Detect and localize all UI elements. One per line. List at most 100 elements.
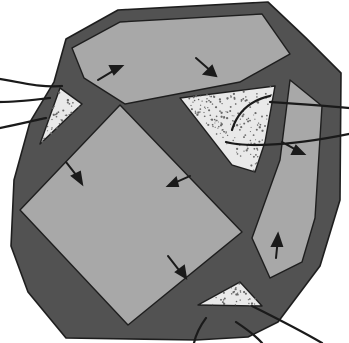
- stipple-dot: [205, 108, 206, 109]
- stipple-dot: [248, 299, 249, 300]
- stipple-dot: [195, 95, 197, 97]
- stipple-dot: [47, 130, 48, 131]
- stipple-dot: [194, 100, 196, 102]
- stipple-dot: [222, 137, 223, 138]
- stipple-dot: [212, 103, 213, 104]
- stipple-dot: [253, 134, 255, 136]
- stipple-dot: [250, 131, 251, 132]
- stipple-dot: [56, 116, 58, 118]
- stipple-dot: [225, 111, 226, 112]
- stipple-dot: [254, 303, 255, 304]
- stipple-dot: [251, 127, 252, 128]
- stipple-dot: [204, 115, 206, 117]
- stipple-dot: [254, 112, 256, 114]
- stipple-dot: [78, 106, 79, 107]
- stipple-dot: [249, 120, 251, 122]
- stipple-dot: [238, 283, 240, 285]
- stipple-dot: [53, 106, 55, 108]
- stipple-dot: [212, 304, 213, 305]
- stipple-dot: [236, 124, 238, 126]
- stipple-dot: [256, 162, 258, 164]
- stipple-dot: [236, 148, 238, 150]
- stipple-dot: [207, 107, 208, 108]
- stipple-dot: [214, 119, 216, 121]
- stipple-dot: [243, 136, 245, 138]
- stipple-dot: [243, 91, 245, 93]
- stipple-dot: [224, 297, 226, 299]
- stipple-dot: [240, 155, 242, 157]
- stipple-dot: [233, 93, 235, 95]
- stipple-dot: [244, 134, 246, 136]
- stipple-dot: [43, 138, 45, 140]
- stipple-dot: [223, 292, 225, 294]
- stipple-dot: [56, 113, 58, 115]
- stipple-dot: [246, 99, 248, 101]
- stipple-dot: [232, 115, 233, 116]
- stipple-dot: [71, 105, 72, 106]
- stipple-dot: [219, 101, 221, 103]
- stipple-dot: [210, 101, 212, 103]
- stipple-dot: [257, 124, 259, 126]
- stipple-dot: [214, 122, 215, 123]
- stipple-dot: [250, 142, 251, 143]
- stipple-dot: [250, 154, 251, 155]
- stipple-dot: [51, 127, 53, 128]
- stipple-dot: [234, 137, 235, 138]
- stipple-dot: [58, 92, 60, 94]
- stipple-dot: [236, 301, 238, 303]
- stipple-dot: [49, 119, 50, 120]
- stipple-dot: [230, 97, 231, 98]
- stipple-dot: [233, 97, 235, 99]
- stipple-dot: [256, 129, 258, 131]
- stipple-dot: [59, 123, 60, 124]
- stipple-dot: [212, 124, 214, 126]
- stipple-dot: [220, 116, 222, 118]
- stipple-dot: [208, 100, 210, 102]
- stipple-dot: [225, 131, 227, 133]
- stipple-dot: [243, 123, 245, 125]
- stipple-dot: [237, 293, 238, 294]
- stipple-dot: [262, 139, 263, 140]
- stipple-dot: [67, 101, 69, 103]
- stipple-dot: [255, 163, 256, 164]
- stipple-dot: [230, 124, 231, 125]
- stipple-dot: [235, 304, 236, 305]
- stipple-dot: [206, 101, 208, 103]
- stipple-dot: [191, 108, 193, 110]
- stipple-dot: [249, 298, 251, 300]
- stipple-dot: [229, 110, 231, 112]
- stipple-dot: [53, 114, 55, 116]
- stipple-dot: [236, 152, 237, 153]
- stipple-dot: [245, 96, 247, 98]
- stipple-dot: [188, 98, 190, 100]
- stipple-dot: [231, 293, 233, 295]
- stipple-dot: [227, 135, 228, 136]
- stipple-dot: [62, 109, 64, 111]
- stipple-dot: [211, 119, 213, 121]
- stipple-dot: [223, 131, 224, 132]
- stipple-dot: [241, 101, 242, 102]
- stipple-dot: [247, 148, 249, 150]
- stipple-dot: [246, 149, 248, 151]
- stipple-dot: [249, 305, 250, 306]
- stipple-dot: [255, 154, 257, 156]
- stipple-dot: [233, 115, 234, 116]
- stipple-dot: [243, 114, 245, 116]
- stipple-dot: [260, 124, 262, 126]
- stipple-dot: [251, 302, 253, 304]
- stipple-dot: [215, 107, 216, 108]
- stipple-dot: [261, 130, 263, 132]
- stipple-dot: [216, 133, 218, 135]
- stipple-dot: [41, 140, 43, 142]
- stipple-dot: [234, 291, 236, 293]
- stipple-dot: [225, 133, 226, 134]
- stipple-dot: [223, 303, 225, 305]
- stipple-dot: [220, 122, 221, 123]
- stipple-dot: [249, 102, 250, 103]
- stipple-dot: [220, 299, 222, 301]
- stipple-dot: [226, 117, 228, 119]
- stipple-dot: [232, 140, 233, 141]
- stipple-dot: [246, 119, 248, 121]
- stipple-dot: [207, 124, 209, 126]
- stipple-dot: [254, 119, 255, 120]
